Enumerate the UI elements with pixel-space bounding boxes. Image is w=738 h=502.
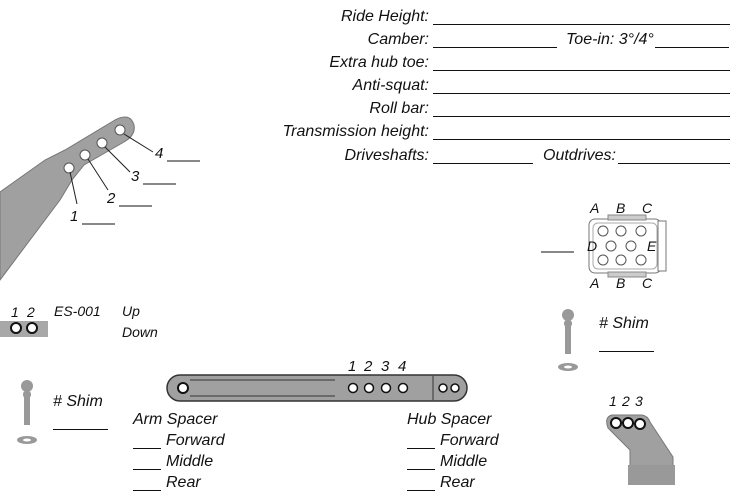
arm-hole-3: [96, 137, 108, 149]
camber-field[interactable]: [433, 47, 557, 48]
ball-stud-left-icon: [17, 380, 37, 444]
arm-hole-2: [79, 149, 91, 161]
arm-spacer-forward-field[interactable]: [133, 448, 161, 449]
arm-spacer-rear-field[interactable]: [133, 490, 161, 491]
ball-stud-right-icon: [558, 309, 578, 371]
hub-spacer-forward-label: Forward: [440, 432, 499, 449]
arm-hole-label-2: 2: [106, 190, 116, 207]
hub-spacer-title: Hub Spacer: [407, 411, 492, 428]
outdrives-field[interactable]: [618, 163, 730, 164]
transmission-height-field[interactable]: [433, 139, 730, 140]
ride-height-label: Ride Height:: [340, 8, 429, 25]
transmission-height-label: Transmission height:: [282, 123, 429, 140]
arm-spacer-rear-label: Rear: [166, 474, 201, 491]
ride-height-field[interactable]: [433, 24, 730, 25]
arm-hole-label-4: 4: [155, 145, 163, 162]
connector-bottom-c: C: [642, 275, 653, 291]
driveshafts-label: Driveshafts:: [344, 147, 429, 164]
link-hole-label-4: 4: [398, 358, 406, 375]
connector-top-c: C: [642, 200, 653, 216]
hub-spacer-rear-field[interactable]: [407, 490, 435, 491]
arm-spacer-forward-label: Forward: [166, 432, 225, 449]
outdrives-label: Outdrives:: [543, 147, 616, 164]
anti-squat-field[interactable]: [433, 93, 730, 94]
toe-in-field[interactable]: [655, 47, 729, 48]
bracket-hole-label-1: 1: [609, 393, 617, 409]
toe-in-label: Toe-in: 3°/4°: [566, 31, 654, 48]
arm-hole-label-1: 1: [70, 208, 78, 225]
hub-spacer-middle-field[interactable]: [407, 469, 435, 470]
hub-spacer-middle-label: Middle: [440, 453, 488, 470]
arm-hole-label-3: 3: [131, 168, 140, 185]
arm-hole-1: [63, 162, 75, 174]
link-hole-label-3: 3: [381, 358, 390, 375]
es-down-option[interactable]: Down: [122, 324, 158, 340]
link-hole-label-1: 1: [348, 358, 356, 375]
link-hole-label-2: 2: [363, 358, 373, 375]
shim-left-label: # Shim: [53, 393, 103, 410]
shim-left-field[interactable]: [53, 429, 108, 430]
connector-bottom-b: B: [616, 275, 625, 291]
hub-spacer-rear-label: Rear: [440, 474, 475, 491]
connector-top-b: B: [616, 200, 625, 216]
es-part-number: ES-001: [54, 303, 101, 319]
es-block-part: [0, 321, 48, 337]
shim-right-field[interactable]: [599, 351, 654, 352]
hub-spacer-forward-field[interactable]: [407, 448, 435, 449]
roll-bar-field[interactable]: [433, 116, 730, 117]
driveshafts-field[interactable]: [433, 163, 533, 164]
connector-part: [541, 214, 667, 278]
es-hole-label-1: 1: [11, 304, 19, 320]
connector-mid-d: D: [587, 238, 597, 254]
connector-bottom-a: A: [589, 275, 599, 291]
es-up-option[interactable]: Up: [122, 303, 140, 319]
extra-hub-toe-label: Extra hub toe:: [329, 54, 429, 71]
es-hole-label-2: 2: [26, 304, 35, 320]
bracket-hole-label-3: 3: [635, 393, 643, 409]
extra-hub-toe-field[interactable]: [433, 70, 730, 71]
arm-spacer-middle-label: Middle: [166, 453, 214, 470]
bracket-hole-label-2: 2: [621, 393, 630, 409]
connector-mid-e: E: [647, 238, 657, 254]
anti-squat-label: Anti-squat:: [352, 77, 429, 94]
shim-right-label: # Shim: [599, 315, 649, 332]
bracket-part: [606, 414, 675, 485]
roll-bar-label: Roll bar:: [369, 100, 429, 117]
connector-top-a: A: [589, 200, 599, 216]
arm-spacer-middle-field[interactable]: [133, 469, 161, 470]
link-bar-part: [166, 374, 468, 402]
arm-hole-4: [114, 124, 126, 136]
arm-spacer-title: Arm Spacer: [133, 411, 218, 428]
camber-label: Camber:: [367, 31, 429, 48]
upper-arm-part: [0, 116, 200, 281]
